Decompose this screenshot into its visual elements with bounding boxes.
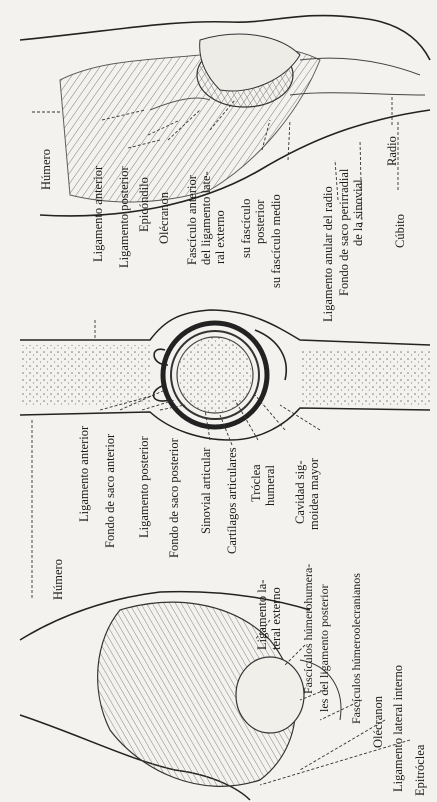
label-cubito: Cúbito [394,214,407,248]
label-ligamento-anterior-mid: Ligamento anterior [78,426,91,522]
label-fondo-saco-perirradial: Fondo de saco perirradial [338,169,351,296]
label-moidea-mayor: moidea mayor [308,458,321,530]
label-fasciculo-anterior: Fascículo anterior [186,175,199,265]
label-fondo-saco-posterior: Fondo de saco posterior [168,438,181,558]
label-fondo-saco-anterior: Fondo de saco anterior [104,434,117,548]
label-fasciculos-humeroolecranianos: Fascículos húmeroolecranianos [350,573,362,724]
label-su-fasciculo-posterior: su fascículo [240,199,253,258]
label-humeral: humeral [264,465,277,506]
label-ligamento-lateral-interno: Ligamento lateral interno [392,665,405,792]
label-posterior: posterior [254,200,267,244]
label-ligamento-lateral-line3: ral externo [214,210,227,264]
top-elbow-figure [20,16,430,225]
label-fasciculos-humerohumerales: Fascículos húmerohumera- [302,564,314,694]
label-ligamento-lateral-line2: del ligamento late- [200,171,213,265]
label-humero-top: Húmero [40,149,53,190]
label-olecranon-bottom: Olécranon [372,696,385,748]
label-cavidad-sigmoidea: Cavidad sig- [294,460,307,524]
label-sinovial-articular: Sinovial articular [200,448,213,534]
label-humero-mid: Húmero [52,559,65,600]
label-cartilagos-articulares: Cartílagos articulares [226,447,239,554]
label-olecranon-top: Olécranon [158,192,171,244]
label-su-fasciculo-medio: su fascículo medio [270,194,283,288]
label-ligamento-lateral-externo: Ligamento la- [256,580,269,650]
label-ligamento-anterior-top: Ligamento anterior [92,166,105,262]
label-de-la-sinovial: de la sinovial [352,179,365,246]
label-epitroclea: Epitróclea [414,745,427,796]
label-del-ligamento-posterior: les del ligamento posterior [318,584,330,712]
label-ligamento-posterior-mid: Ligamento posterior [138,436,151,538]
label-ligamento-anular: Ligamento anular del radio [322,186,335,322]
label-troclea: Tróclea [250,464,263,502]
label-ligamento-posterior-top: Ligamento posterior [118,166,131,268]
label-lateral-externo-line2: teral externo [270,587,283,650]
label-epicondilo: Epicóndilo [138,177,151,232]
label-radio: Radio [386,136,399,166]
